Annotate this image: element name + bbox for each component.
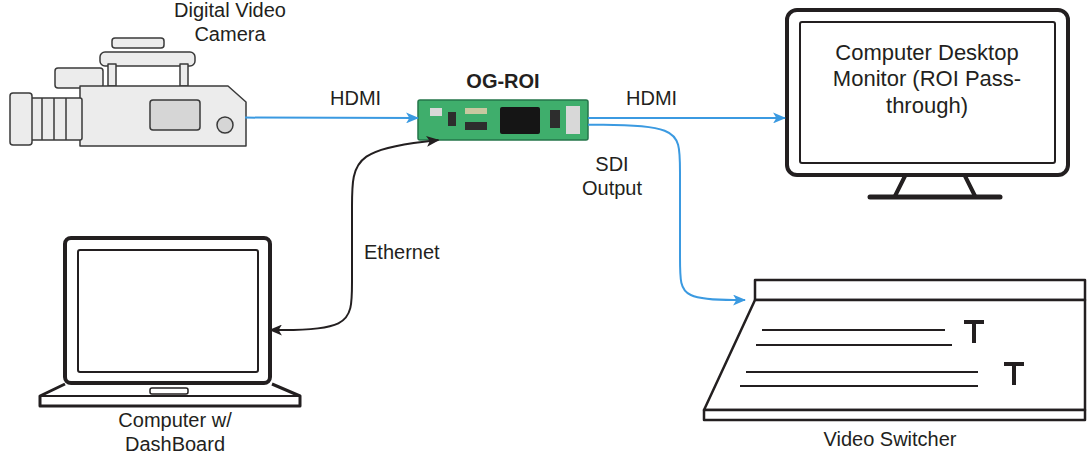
node-label: Video Switcher [790,427,990,451]
laptop-node: Computer w/ DashBoard [40,235,310,405]
monitor-drawing [787,10,1068,197]
node-label: Computer Desktop Monitor (ROI Pass-throu… [812,40,1042,119]
edge-label: HDMI [626,86,677,110]
connector-arrow [588,125,745,300]
connector-arrow [588,117,785,119]
switcher-node: Video Switcher [700,280,1085,420]
edge-label: Ethernet [364,240,440,264]
card-node: OG-ROI [418,100,588,140]
laptop-drawing [40,238,300,406]
card-drawing [418,100,588,140]
monitor-node: Computer Desktop Monitor (ROI Pass-throu… [785,10,1070,200]
switcher-drawing [704,280,1085,420]
edge-label: HDMI [330,86,381,110]
camera-drawing [10,38,246,146]
camera-node: Digital Video Camera [5,60,245,150]
node-label: OG-ROI [438,69,568,93]
connector-arrow [270,140,438,330]
connector-arrow [245,117,418,119]
node-label: Computer w/ DashBoard [105,408,245,456]
edge-label: SDI Output [570,152,654,200]
node-label: Digital Video Camera [145,0,315,46]
